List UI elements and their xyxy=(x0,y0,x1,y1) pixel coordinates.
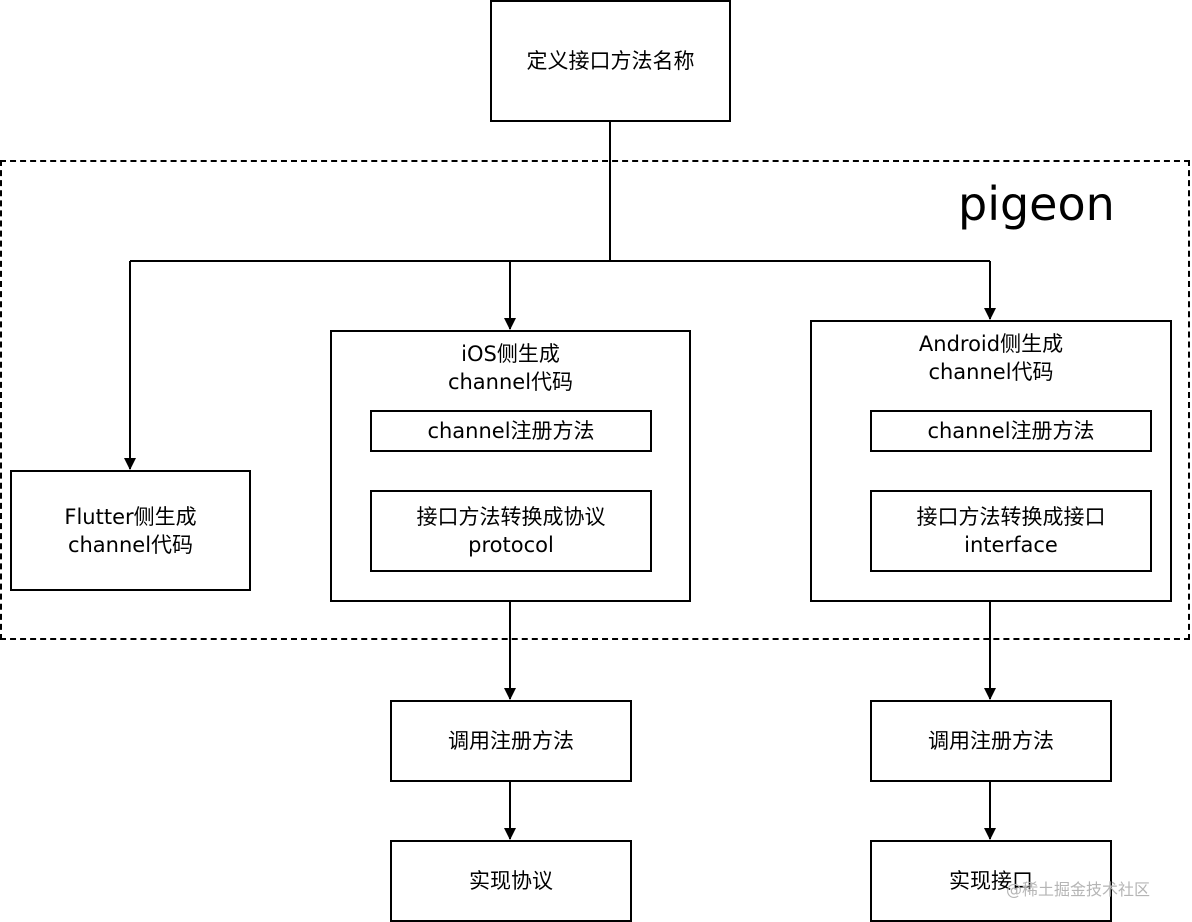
flutter-box-line2: channel代码 xyxy=(67,532,194,557)
pigeon-group-label: pigeon xyxy=(958,177,1115,231)
android-implement-box: 实现接口 xyxy=(870,840,1112,922)
define-interface-label: 定义接口方法名称 xyxy=(526,49,695,73)
ios-box-title-line2: channel代码 xyxy=(447,370,574,394)
android-convert-line2: interface xyxy=(964,533,1058,557)
ios-convert-line2: protocol xyxy=(468,533,554,557)
ios-convert-line1: 接口方法转换成协议 xyxy=(416,505,606,529)
ios-convert-box: 接口方法转换成协议 protocol xyxy=(370,490,652,572)
ios-register-method-label: channel注册方法 xyxy=(427,419,595,443)
flutter-box-line1: Flutter侧生成 xyxy=(64,504,197,529)
android-box-title-line2: channel代码 xyxy=(928,360,1054,384)
define-interface-box: 定义接口方法名称 xyxy=(490,0,731,122)
ios-box-title-line1: iOS侧生成 xyxy=(461,342,560,366)
android-register-method-label: channel注册方法 xyxy=(927,419,1095,443)
watermark-text: @稀土掘金技术社区 xyxy=(1006,880,1151,899)
android-box-title-line1: Android侧生成 xyxy=(918,332,1064,356)
android-register-method-box: channel注册方法 xyxy=(870,410,1152,452)
android-call-register-box: 调用注册方法 xyxy=(870,700,1112,782)
ios-register-method-box: channel注册方法 xyxy=(370,410,652,452)
android-convert-box: 接口方法转换成接口 interface xyxy=(870,490,1152,572)
ios-implement-box: 实现协议 xyxy=(390,840,632,922)
ios-implement-label: 实现协议 xyxy=(469,869,553,893)
android-convert-line1: 接口方法转换成接口 xyxy=(916,505,1106,529)
ios-call-register-box: 调用注册方法 xyxy=(390,700,632,782)
ios-call-register-label: 调用注册方法 xyxy=(448,729,574,753)
android-implement-label: 实现接口 xyxy=(949,869,1033,893)
android-call-register-label: 调用注册方法 xyxy=(928,729,1054,753)
pigeon-group xyxy=(0,160,1190,640)
flutter-box: Flutter侧生成 channel代码 xyxy=(10,470,251,591)
